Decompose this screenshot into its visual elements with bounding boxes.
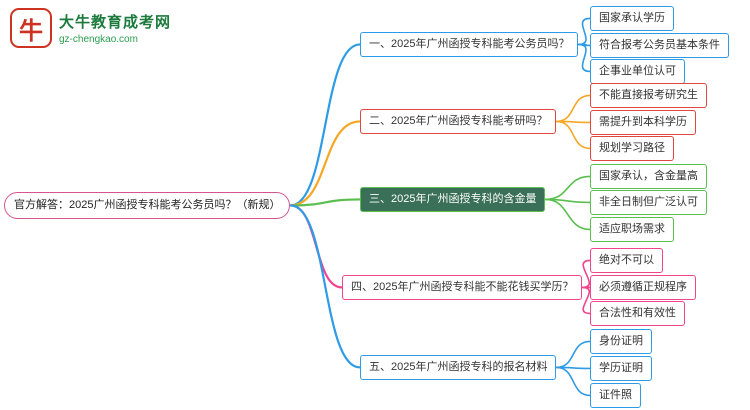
leaf-node-4-3: 合法性和有效性 xyxy=(590,301,685,326)
leaf-node-5-3: 证件照 xyxy=(590,383,641,408)
logo-text: 大牛教育成考网 gz-chengkao.com xyxy=(59,11,171,45)
branch-node-1: 一、2025年广州函授专科能考公务员吗？ xyxy=(360,32,579,57)
root-node: 官方解答：2025广州函授专科能考公务员吗？（新规） xyxy=(4,192,291,219)
bull-logo-icon: 牛 xyxy=(10,8,52,48)
leaf-node-5-1: 身份证明 xyxy=(590,329,652,354)
leaf-node-2-3: 规划学习路径 xyxy=(590,136,674,161)
leaf-node-3-3: 适应职场需求 xyxy=(590,217,674,242)
branch-node-5: 五、2025年广州函授专科的报名材料 xyxy=(360,355,557,380)
branch-node-3: 三、2025年广州函授专科的含金量 xyxy=(360,187,546,212)
site-logo: 牛 大牛教育成考网 gz-chengkao.com xyxy=(10,8,171,48)
logo-title: 大牛教育成考网 xyxy=(59,14,172,31)
leaf-node-4-1: 绝对不可以 xyxy=(590,248,663,273)
leaf-node-1-3: 企事业单位认可 xyxy=(590,59,685,84)
branch-node-2: 二、2025年广州函授专科能考研吗？ xyxy=(360,109,557,134)
leaf-node-2-2: 需提升到本科学历 xyxy=(590,110,696,135)
leaf-node-3-1: 国家承认，含金量高 xyxy=(590,164,707,189)
leaf-node-1-1: 国家承认学历 xyxy=(590,6,674,31)
leaf-node-3-2: 非全日制但广泛认可 xyxy=(590,190,707,215)
logo-url: gz-chengkao.com xyxy=(59,34,138,45)
branch-node-4: 四、2025年广州函授专科能不能花钱买学历？ xyxy=(342,275,583,300)
leaf-node-2-1: 不能直接报考研究生 xyxy=(590,83,707,108)
leaf-node-1-2: 符合报考公务员基本条件 xyxy=(590,33,729,58)
leaf-node-5-2: 学历证明 xyxy=(590,356,652,381)
leaf-node-4-2: 必须遵循正规程序 xyxy=(590,275,696,300)
